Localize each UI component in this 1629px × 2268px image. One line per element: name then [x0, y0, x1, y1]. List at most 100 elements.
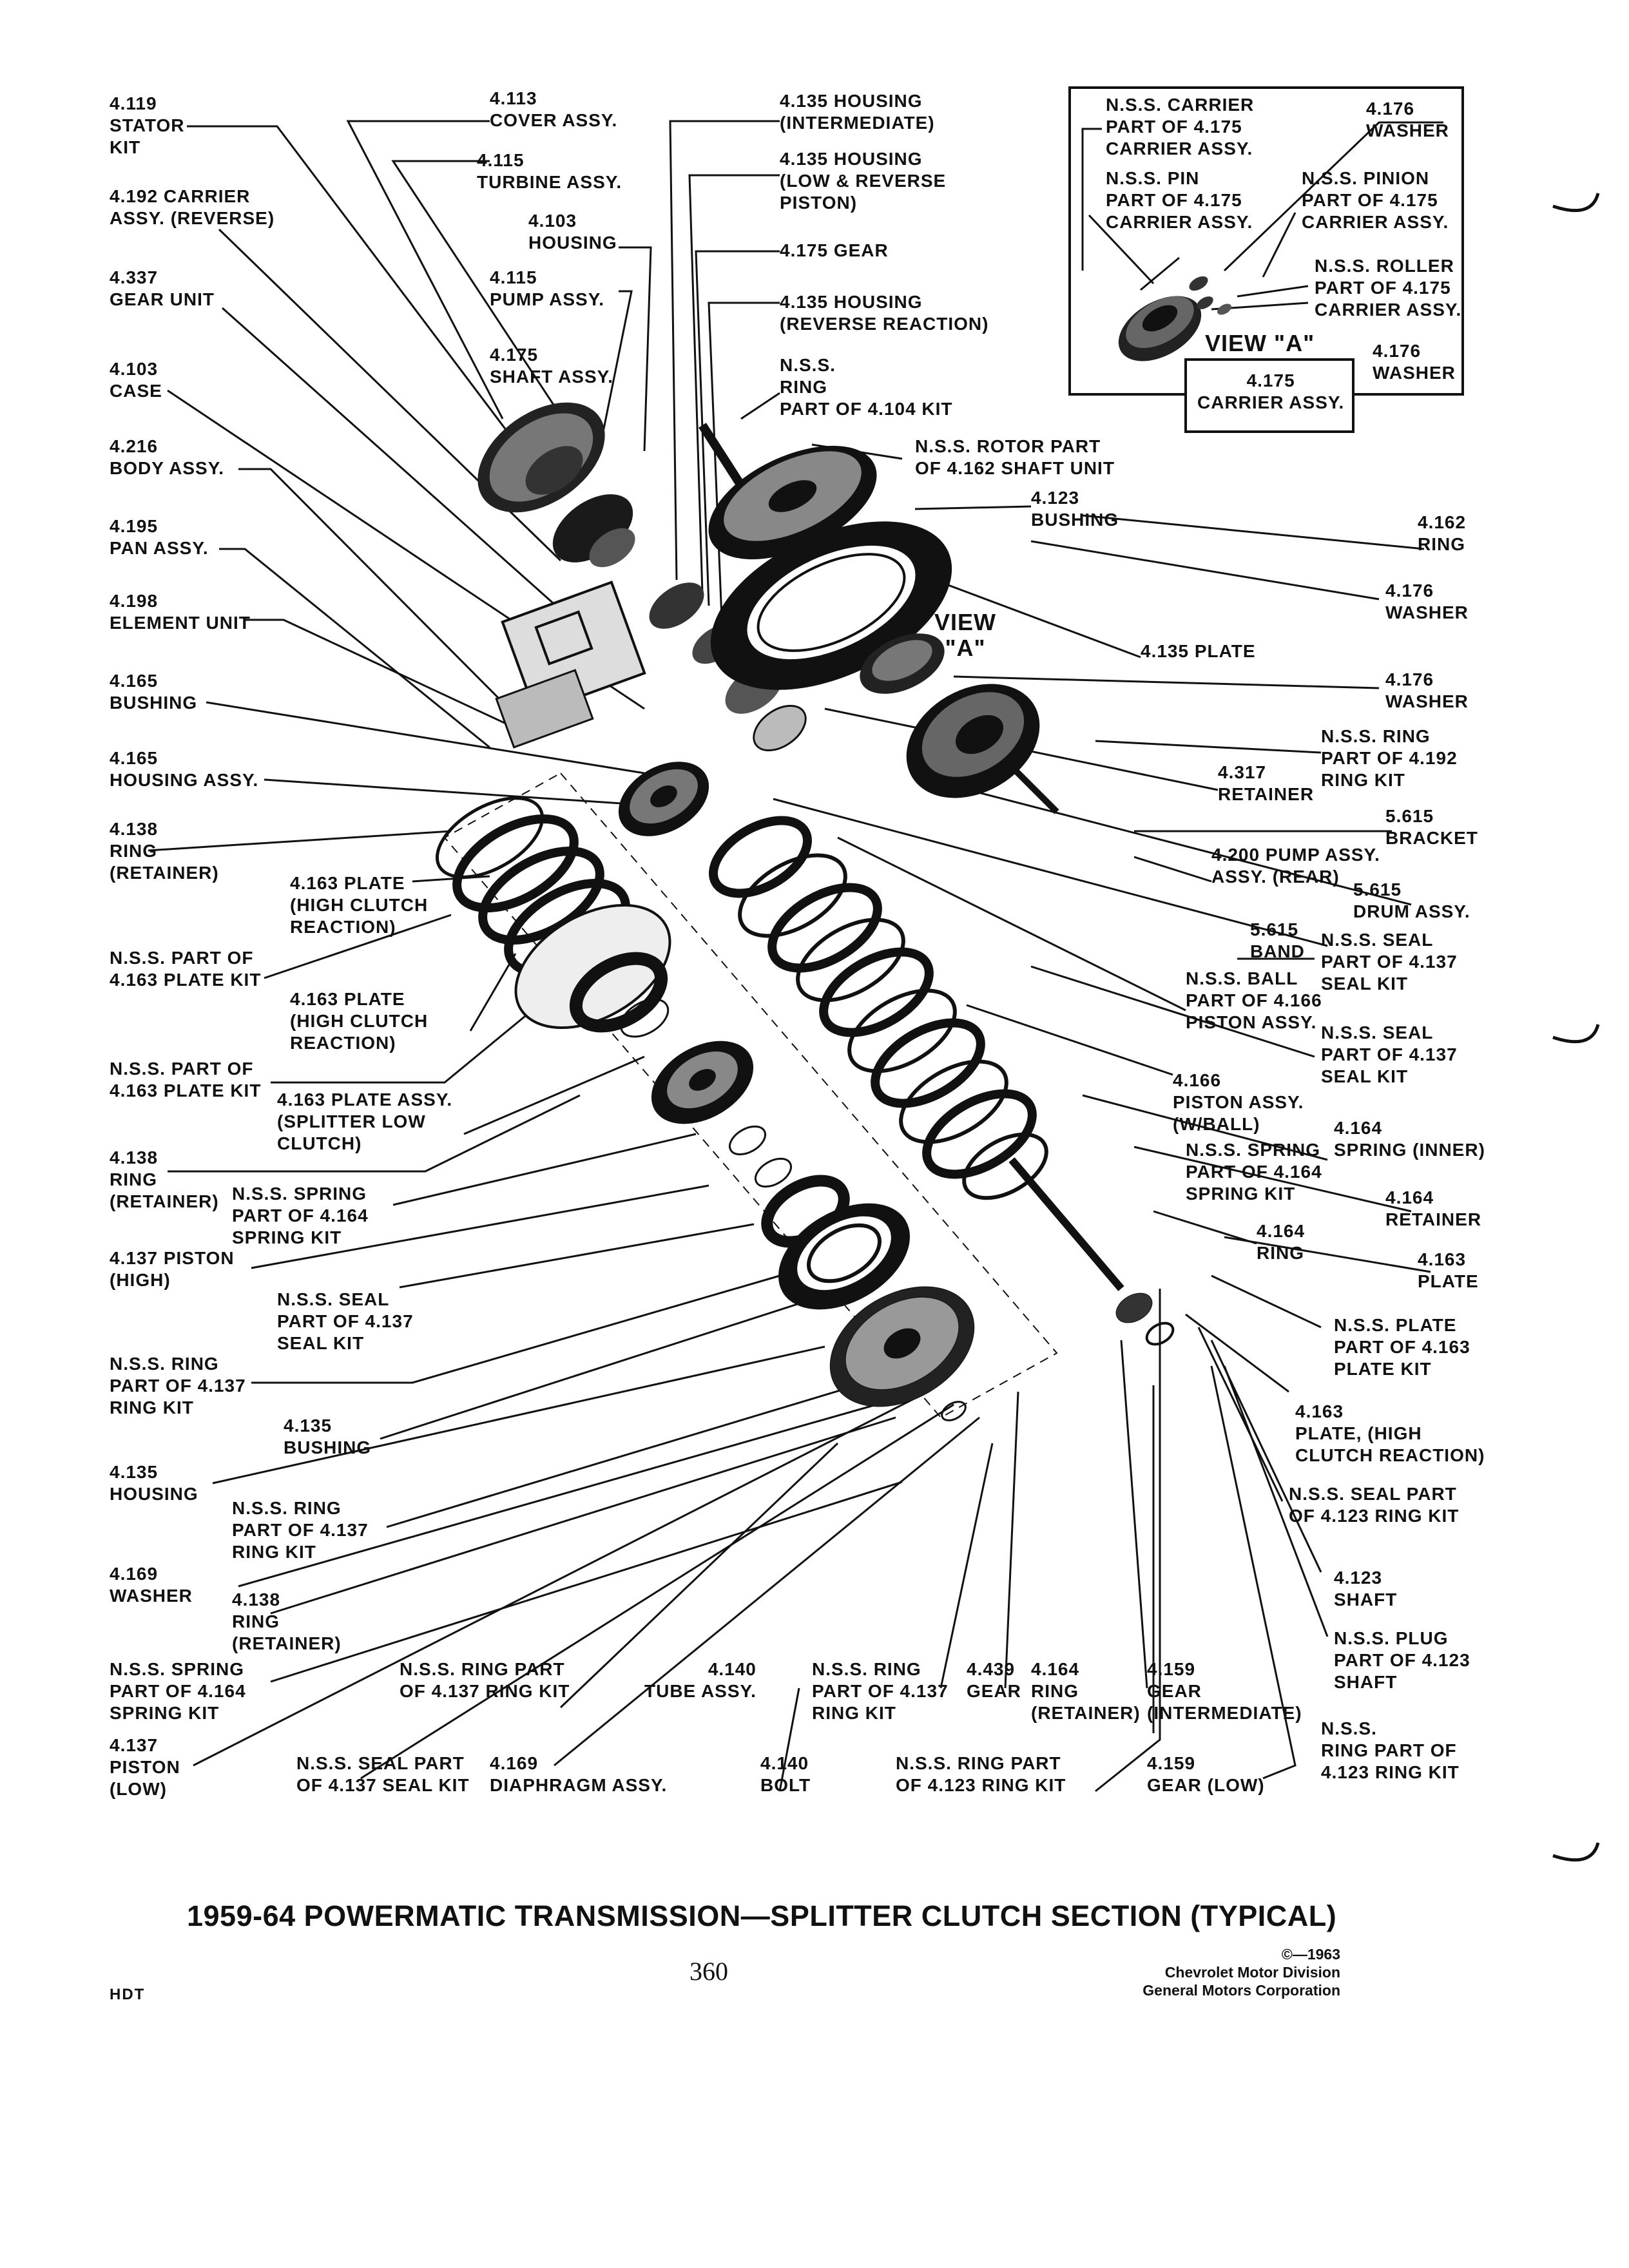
callout-label: 4.192 CARRIER ASSY. (REVERSE): [110, 186, 275, 228]
carrier-assy-box: [1184, 358, 1354, 433]
callout-label: N.S.S. RING PART OF 4.123 RING KIT: [896, 1753, 1066, 1795]
copyright-line: General Motors Corporation: [1142, 1982, 1340, 1999]
rotor-and-plate: [699, 423, 1059, 814]
callout-label: 4.165 BUSHING: [110, 671, 198, 713]
inset-label: N.S.S. CARRIER PART OF 4.175 CARRIER ASS…: [1106, 95, 1255, 159]
callout-label: 4.135 HOUSING (INTERMEDIATE): [780, 91, 935, 133]
callout-label: N.S.S. SEAL PART OF 4.137 SEAL KIT: [277, 1289, 414, 1353]
callout-label: 4.135 HOUSING (REVERSE REACTION): [780, 292, 989, 334]
callout-label: N.S.S. SEAL PART OF 4.123 RING KIT: [1289, 1484, 1460, 1526]
callout-label: 4.119 STATOR KIT: [110, 93, 185, 157]
callout-label: 4.159 GEAR (INTERMEDIATE): [1147, 1659, 1302, 1723]
callout-label: 4.165 HOUSING ASSY.: [110, 748, 259, 790]
carrier-assy-box-label: 4.175 CARRIER ASSY.: [1197, 370, 1345, 412]
callout-label: N.S.S. RING PART OF 4.123 RING KIT: [1321, 1718, 1460, 1782]
callout-label: 4.163 PLATE (HIGH CLUTCH REACTION): [290, 989, 429, 1053]
footer-code: HDT: [110, 1986, 146, 2003]
callout-label: 4.337 GEAR UNIT: [110, 267, 215, 309]
callout-label: 4.164 RING (RETAINER): [1031, 1659, 1141, 1723]
callout-label: N.S.S. SEAL PART OF 4.137 SEAL KIT: [1321, 930, 1458, 994]
binding-mark: [1552, 1024, 1600, 1044]
callout-label: 4.138 RING (RETAINER): [110, 1148, 219, 1211]
callout-label: 4.115 TURBINE ASSY.: [477, 150, 622, 192]
callout-label: N.S.S. BALL PART OF 4.166 PISTON ASSY.: [1186, 968, 1322, 1032]
inset-label: N.S.S. PIN PART OF 4.175 CARRIER ASSY.: [1106, 168, 1253, 232]
inset-carrier-drawing: [1118, 256, 1231, 361]
callout-label: 4.317 RETAINER: [1218, 762, 1315, 804]
callout-label: 4.200 PUMP ASSY. ASSY. (REAR): [1211, 845, 1380, 887]
binding-mark: [1552, 193, 1600, 213]
callout-label: 5.615 BRACKET: [1385, 806, 1478, 848]
callout-label: N.S.S. ROTOR PART OF 4.162 SHAFT UNIT: [915, 436, 1115, 478]
callout-label: 4.138 RING (RETAINER): [232, 1590, 342, 1653]
callout-label: 4.137 PISTON (HIGH): [110, 1248, 235, 1290]
callout-label: 4.216 BODY ASSY.: [110, 436, 225, 478]
callout-label: 4.164 RETAINER: [1385, 1187, 1482, 1229]
callout-label: 4.176 WASHER: [1385, 669, 1469, 711]
callout-label: 4.176 WASHER: [1385, 581, 1469, 622]
callout-label: 4.115 PUMP ASSY.: [490, 267, 605, 309]
callout-label: 4.175 SHAFT ASSY.: [490, 345, 613, 387]
left-clutch-stack: [435, 762, 975, 1421]
inset-label: 4.176 WASHER: [1366, 99, 1449, 140]
callout-label: N.S.S. SPRING PART OF 4.164 SPRING KIT: [232, 1184, 369, 1247]
upper-parts: [477, 402, 807, 752]
callout-label: N.S.S. PART OF 4.163 PLATE KIT: [110, 1059, 262, 1100]
callout-label: N.S.S. SPRING PART OF 4.164 SPRING KIT: [1186, 1140, 1322, 1204]
callout-label: 4.138 RING (RETAINER): [110, 819, 219, 883]
copyright-line: ©—1963: [1281, 1946, 1340, 1963]
callout-label: 4.169 WASHER: [110, 1564, 193, 1606]
callout-label: 4.163 PLATE (HIGH CLUTCH REACTION): [290, 873, 429, 937]
page-title: 1959-64 POWERMATIC TRANSMISSION—SPLITTER…: [187, 1899, 1337, 1932]
callout-label: 5.615 DRUM ASSY.: [1353, 879, 1470, 921]
callout-label: 4.198 ELEMENT UNIT: [110, 591, 251, 633]
dashed-frame: [443, 772, 1058, 1419]
callout-label: 4.169 DIAPHRAGM ASSY.: [490, 1753, 668, 1795]
callout-label: N.S.S. RING PART OF 4.137 RING KIT: [400, 1659, 570, 1701]
callout-label: 4.140 BOLT: [760, 1753, 811, 1795]
callout-label: N.S.S. RING PART OF 4.192 RING KIT: [1321, 726, 1458, 790]
inset-label: N.S.S. PINION PART OF 4.175 CARRIER ASSY…: [1302, 168, 1449, 232]
callout-label: N.S.S. PART OF 4.163 PLATE KIT: [110, 948, 262, 990]
callout-label: N.S.S. PLUG PART OF 4.123 SHAFT: [1334, 1628, 1470, 1692]
callout-label: N.S.S. RING PART OF 4.104 KIT: [780, 355, 953, 419]
callout-label: 4.195 PAN ASSY.: [110, 516, 209, 558]
callout-label: 4.162 RING: [1418, 512, 1467, 554]
callout-label: 4.159 GEAR (LOW): [1147, 1753, 1265, 1795]
leader-lines: [148, 120, 1443, 1792]
callout-label: 4.163 PLATE ASSY. (SPLITTER LOW CLUTCH): [277, 1090, 453, 1153]
callout-label: 4.163 PLATE: [1418, 1249, 1479, 1291]
callout-label: 4.164 RING: [1257, 1221, 1306, 1263]
callout-label: N.S.S. PLATE PART OF 4.163 PLATE KIT: [1334, 1315, 1470, 1379]
callout-label: N.S.S. RING PART OF 4.137 RING KIT: [232, 1498, 369, 1562]
callout-label: 4.166 PISTON ASSY. (W/BALL): [1173, 1070, 1304, 1134]
callout-label: 4.175 GEAR: [780, 240, 889, 260]
callout-label: N.S.S. SPRING PART OF 4.164 SPRING KIT: [110, 1659, 246, 1723]
callout-label: 4.140 TUBE ASSY.: [644, 1659, 757, 1701]
callout-label: N.S.S. SEAL PART OF 4.137 SEAL KIT: [296, 1753, 470, 1795]
view-a-inset-title: VIEW "A": [1205, 330, 1315, 356]
callout-label: 4.135 HOUSING: [110, 1462, 198, 1504]
callout-label: 4.135 PLATE: [1141, 641, 1256, 661]
callout-label: 4.137 PISTON (LOW): [110, 1735, 180, 1799]
callout-label: 4.439 GEAR: [967, 1659, 1021, 1701]
callout-label: 4.164 SPRING (INNER): [1334, 1118, 1485, 1160]
right-clutch-stack: [709, 816, 1175, 1346]
callout-label: 4.135 HOUSING (LOW & REVERSE PISTON): [780, 149, 947, 213]
copyright-line: Chevrolet Motor Division: [1164, 1964, 1340, 1981]
callout-label: 4.123 BUSHING: [1031, 488, 1119, 530]
callout-label: 4.123 SHAFT: [1334, 1568, 1398, 1610]
inset-label: N.S.S. ROLLER PART OF 4.175 CARRIER ASSY…: [1315, 256, 1462, 320]
callout-label: 4.163 PLATE, (HIGH CLUTCH REACTION): [1295, 1401, 1485, 1465]
callout-label: N.S.S. SEAL PART OF 4.137 SEAL KIT: [1321, 1023, 1458, 1086]
callout-label: N.S.S. RING PART OF 4.137 RING KIT: [110, 1354, 246, 1418]
callout-label: N.S.S. RING PART OF 4.137 RING KIT: [812, 1659, 949, 1723]
callout-label: 4.103 CASE: [110, 359, 162, 401]
inset-label: 4.176 WASHER: [1373, 341, 1456, 383]
binding-mark: [1552, 1842, 1600, 1862]
callout-label: 4.103 HOUSING: [528, 211, 617, 253]
view-a-callout: VIEW "A": [934, 609, 997, 661]
callout-label: 5.615 BAND: [1250, 919, 1305, 961]
callout-label: 4.135 BUSHING: [284, 1416, 372, 1457]
